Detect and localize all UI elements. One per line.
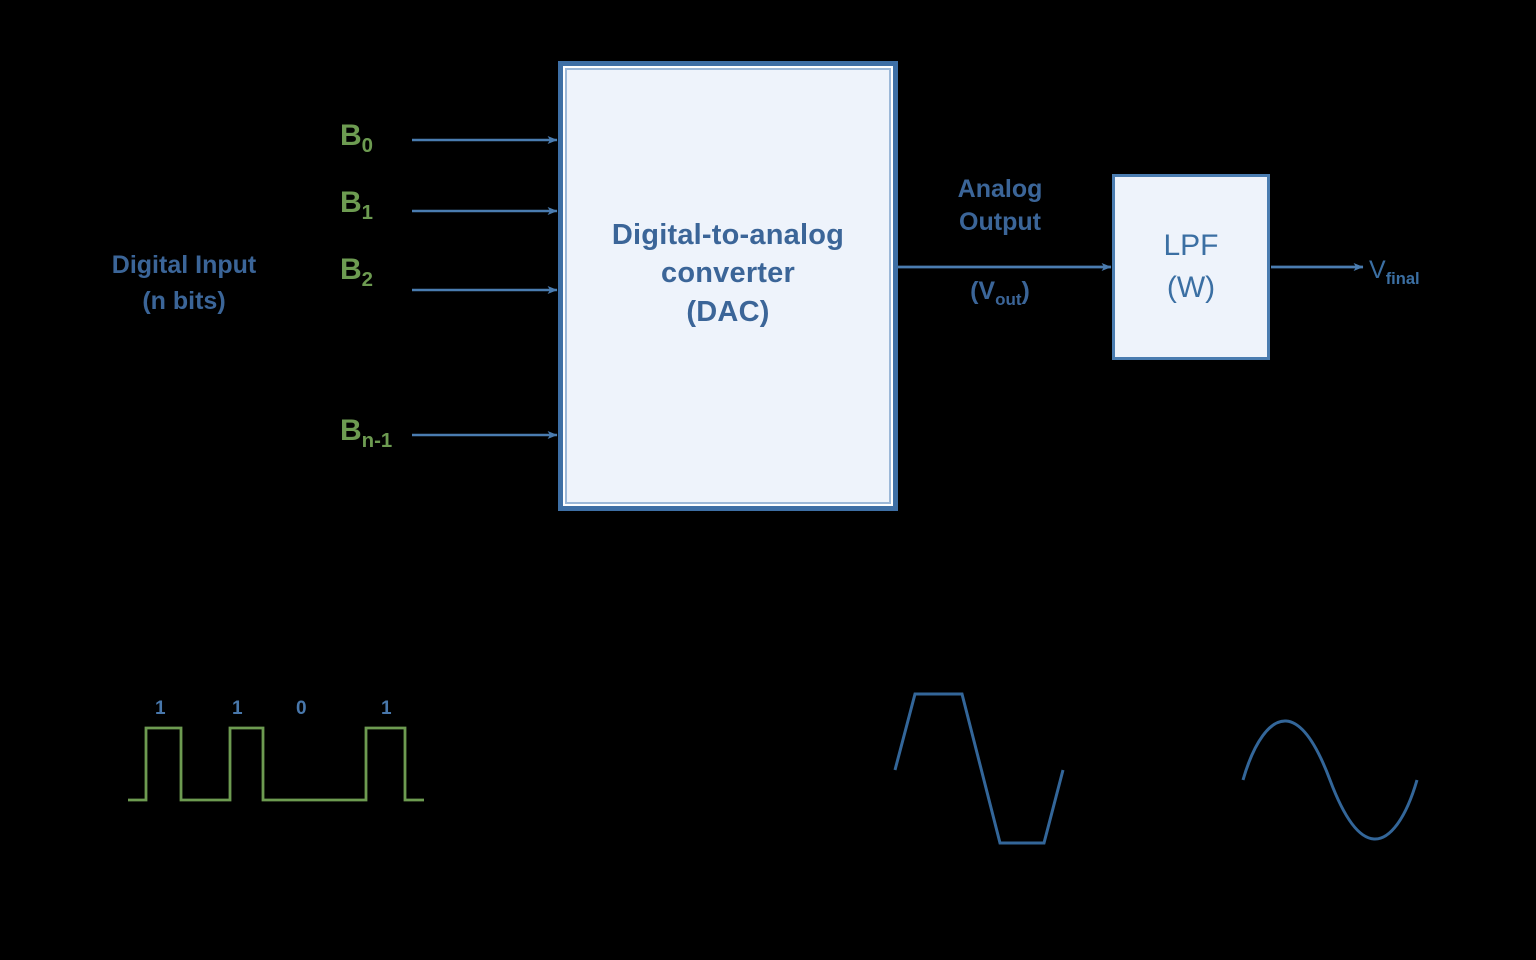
bit-label-bn1-name: B bbox=[340, 414, 362, 447]
lpf-block: LPF (W) bbox=[1112, 174, 1270, 360]
dac-block-label: Digital-to-analog converter (DAC) bbox=[567, 216, 889, 331]
pulse-bit-digit-0: 1 bbox=[155, 698, 166, 719]
staircase-analog-waveform bbox=[893, 692, 1065, 845]
lpf-label-line1: LPF bbox=[1163, 229, 1219, 262]
bit-label-b0-sub: 0 bbox=[361, 135, 374, 157]
dac-label-line3: (DAC) bbox=[686, 295, 770, 328]
bit-label-b0: B0 bbox=[340, 119, 373, 158]
vout-label: (Vout) bbox=[905, 277, 1095, 310]
digital-input-label: Digital Input (n bits) bbox=[84, 248, 284, 319]
bit-label-bn1: Bn-1 bbox=[340, 414, 392, 453]
dac-block-inner: Digital-to-analog converter (DAC) bbox=[565, 68, 891, 504]
lpf-block-label: LPF (W) bbox=[1115, 225, 1267, 309]
bit-label-b1-sub: 1 bbox=[361, 202, 374, 224]
bit-label-b2-sub: 2 bbox=[361, 269, 374, 291]
pulse-bit-digit-1: 1 bbox=[232, 698, 243, 719]
vout-subscript: out bbox=[995, 290, 1022, 309]
digital-input-line2: (n bits) bbox=[142, 286, 226, 315]
digital-pulse-train-waveform bbox=[128, 726, 424, 802]
bit-label-b1: B1 bbox=[340, 186, 373, 225]
dac-block: Digital-to-analog converter (DAC) bbox=[558, 61, 898, 511]
digital-input-line1: Digital Input bbox=[111, 251, 257, 279]
bit-label-b2-name: B bbox=[340, 253, 362, 286]
pulse-bit-digit-2: 0 bbox=[296, 698, 307, 719]
analog-output-label: Analog Output bbox=[905, 173, 1095, 240]
bit-label-b1-name: B bbox=[340, 186, 362, 219]
dac-label-line1: Digital-to-analog bbox=[611, 219, 845, 251]
vout-suffix: ) bbox=[1021, 277, 1030, 305]
vfinal-label: Vfinal bbox=[1369, 256, 1420, 289]
bit-label-b2: B2 bbox=[340, 253, 373, 292]
lpf-label-line2: (W) bbox=[1166, 271, 1216, 304]
bit-label-bn1-sub: n-1 bbox=[361, 430, 393, 452]
bit-label-b0-name: B bbox=[340, 119, 362, 152]
dac-label-line2: converter bbox=[661, 257, 795, 290]
analog-output-line2: Output bbox=[959, 208, 1041, 237]
vfinal-prefix: V bbox=[1369, 256, 1386, 284]
vfinal-subscript: final bbox=[1385, 270, 1420, 288]
analog-output-line1: Analog bbox=[957, 175, 1043, 203]
pulse-bit-digit-3: 1 bbox=[381, 698, 392, 719]
sine-output-waveform bbox=[1241, 719, 1419, 841]
vout-prefix: (V bbox=[970, 277, 996, 305]
